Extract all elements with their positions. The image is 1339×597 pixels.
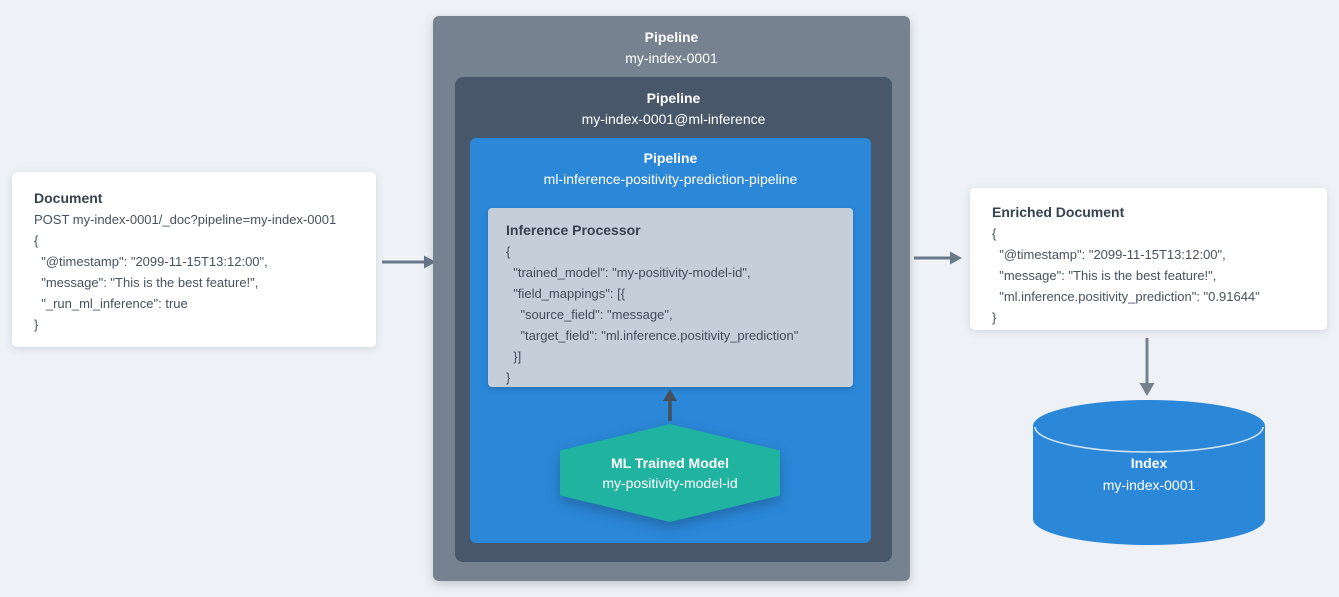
ml-trained-model-hexagon: ML Trained Model my-positivity-model-id bbox=[560, 424, 780, 522]
document-card: Document POST my-index-0001/_doc?pipelin… bbox=[12, 172, 376, 347]
pipeline-outer-name: my-index-0001 bbox=[625, 50, 718, 66]
document-card-title: Document bbox=[34, 190, 103, 206]
ml-trained-model-name: my-positivity-model-id bbox=[602, 475, 738, 491]
arrow-enriched-to-index-icon bbox=[1139, 338, 1155, 396]
ml-trained-model-title: ML Trained Model bbox=[611, 455, 729, 471]
index-cylinder: Index my-index-0001 bbox=[1033, 400, 1265, 545]
enriched-document-code: { "@timestamp": "2099-11-15T13:12:00", "… bbox=[992, 226, 1260, 325]
pipeline-box-prediction: Pipeline ml-inference-positivity-predict… bbox=[470, 138, 871, 543]
arrow-document-to-pipeline-icon bbox=[382, 255, 436, 269]
pipeline-prediction-name: ml-inference-positivity-prediction-pipel… bbox=[543, 171, 798, 187]
arrow-pipeline-to-enriched-icon bbox=[914, 251, 962, 265]
pipeline-outer-heading: Pipeline my-index-0001 bbox=[433, 16, 910, 69]
enriched-document-card: Enriched Document { "@timestamp": "2099-… bbox=[970, 188, 1327, 330]
inference-processor-code: { "trained_model": "my-positivity-model-… bbox=[506, 244, 799, 385]
index-name: my-index-0001 bbox=[1102, 477, 1196, 493]
pipeline-box-outer: Pipeline my-index-0001 Pipeline my-index… bbox=[433, 16, 910, 581]
hexagon-shape: ML Trained Model my-positivity-model-id bbox=[560, 424, 780, 522]
index-label: Index my-index-0001 bbox=[1033, 452, 1265, 496]
pipeline-ml-inference-title: Pipeline bbox=[646, 90, 701, 106]
inference-processor-title: Inference Processor bbox=[506, 222, 641, 238]
pipeline-prediction-heading: Pipeline ml-inference-positivity-predict… bbox=[470, 138, 871, 190]
pipeline-ml-inference-name: my-index-0001@ml-inference bbox=[581, 111, 766, 127]
arrow-model-to-processor-icon bbox=[663, 389, 677, 421]
index-title: Index bbox=[1130, 455, 1168, 471]
pipeline-box-ml-inference: Pipeline my-index-0001@ml-inference Pipe… bbox=[455, 77, 892, 562]
cylinder-icon bbox=[1033, 400, 1265, 545]
enriched-document-title: Enriched Document bbox=[992, 204, 1125, 220]
pipeline-prediction-title: Pipeline bbox=[643, 150, 698, 166]
pipeline-ml-inference-heading: Pipeline my-index-0001@ml-inference bbox=[455, 77, 892, 130]
document-card-code: POST my-index-0001/_doc?pipeline=my-inde… bbox=[34, 212, 337, 332]
inference-processor-card: Inference Processor { "trained_model": "… bbox=[488, 208, 853, 387]
pipeline-outer-title: Pipeline bbox=[644, 29, 699, 45]
